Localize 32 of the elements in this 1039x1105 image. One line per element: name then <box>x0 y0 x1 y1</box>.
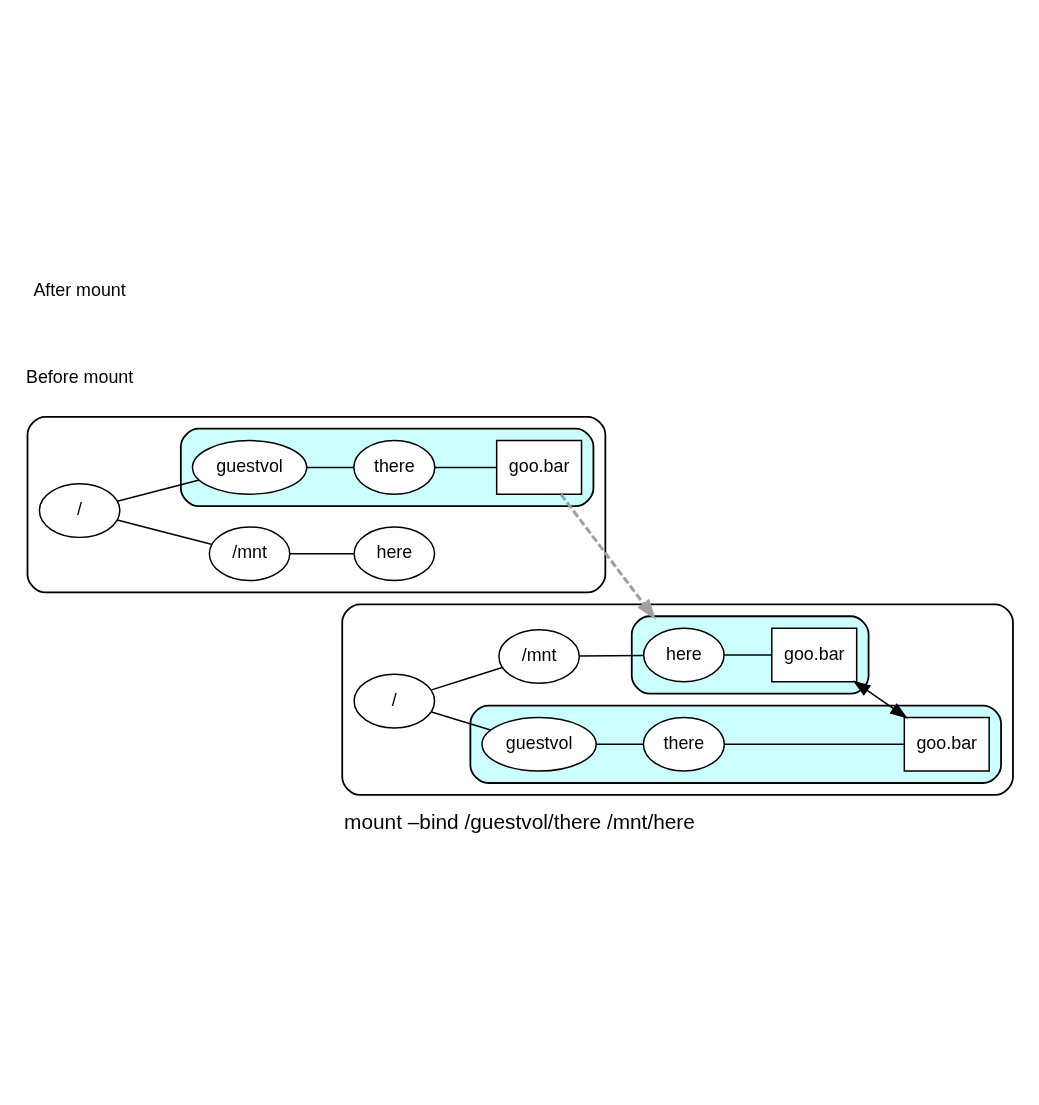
cluster <box>179 427 595 507</box>
node-ellipse: here <box>642 626 725 682</box>
connector <box>578 654 644 657</box>
node-ellipse: guestvol <box>191 439 308 495</box>
node-ellipse: guestvol <box>481 716 597 772</box>
node-ellipse: here <box>353 525 436 581</box>
connector <box>723 743 905 745</box>
connector <box>116 478 200 502</box>
connector <box>595 743 645 745</box>
label: Before mount <box>26 366 134 387</box>
connector <box>116 518 213 545</box>
caption: mount –bind /guestvol/there /mnt/here <box>344 809 695 833</box>
node-ellipse: /mnt <box>498 628 581 684</box>
connector <box>723 653 773 656</box>
node-box: goo.bar <box>771 626 858 682</box>
node-ellipse: there <box>642 716 726 772</box>
label: After mount <box>33 279 126 300</box>
connector <box>430 710 492 731</box>
node-ellipse: / <box>38 482 121 538</box>
node-box: goo.bar <box>903 716 990 772</box>
connector <box>305 466 355 468</box>
node-box: goo.bar <box>495 439 583 495</box>
connector <box>289 552 355 554</box>
arrow <box>852 679 908 718</box>
node-ellipse: there <box>353 439 436 495</box>
cluster <box>341 602 1014 796</box>
node-ellipse: / <box>353 673 436 729</box>
connector <box>430 666 504 691</box>
node-ellipse: /mnt <box>208 525 291 581</box>
cluster <box>26 415 607 593</box>
connector <box>434 466 498 468</box>
arrow <box>559 492 656 620</box>
